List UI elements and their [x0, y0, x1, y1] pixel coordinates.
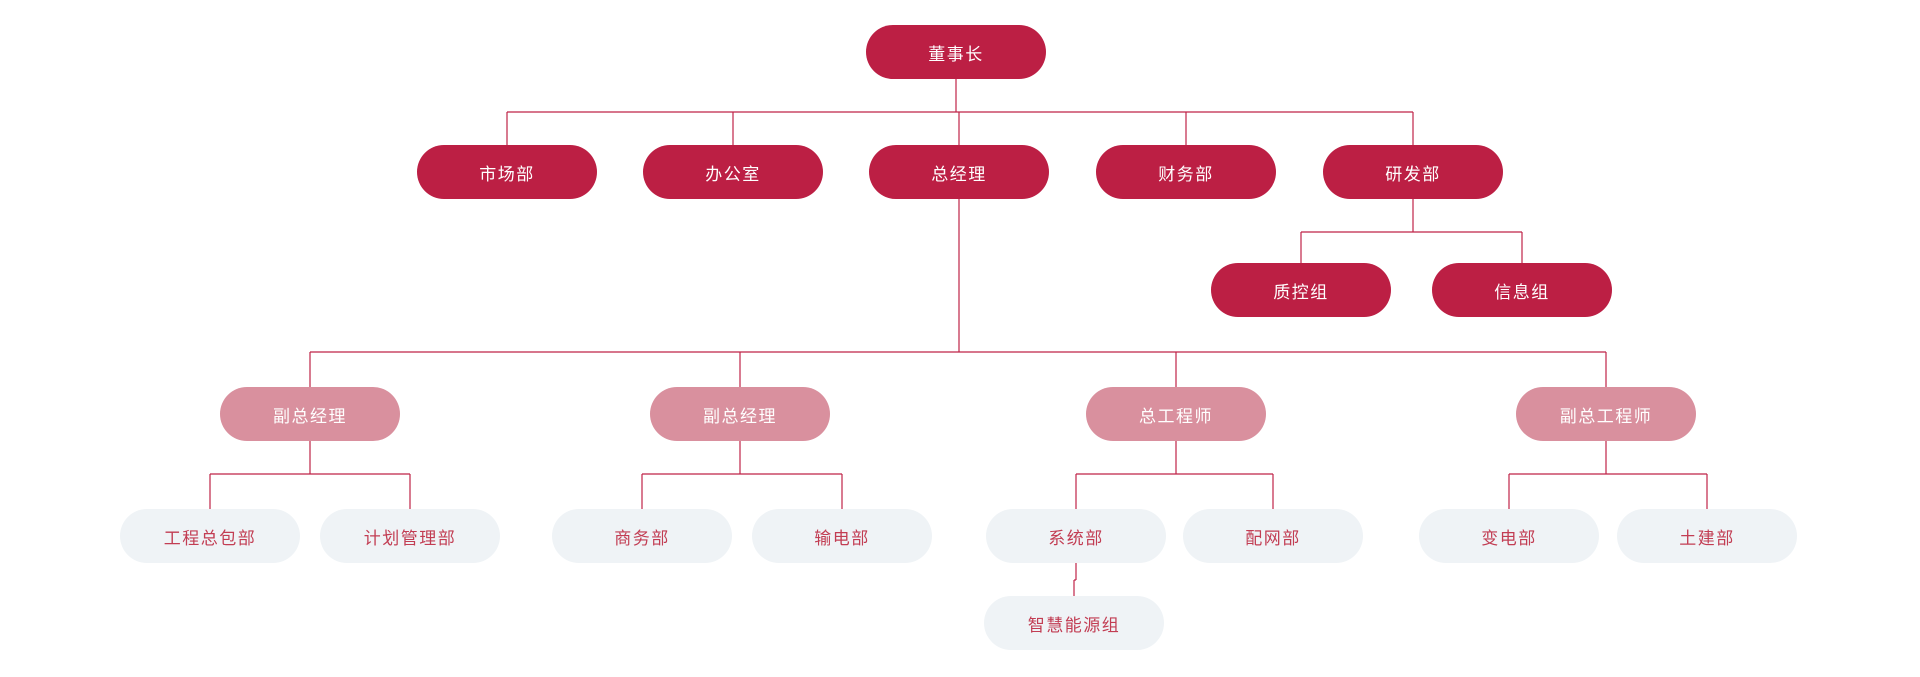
- org-node-deputy-chief-engineer[interactable]: 副总工程师: [1516, 387, 1696, 441]
- org-node-planning-dept[interactable]: 计划管理部: [320, 509, 500, 563]
- org-node-finance-dept[interactable]: 财务部: [1096, 145, 1276, 199]
- org-node-epc-dept[interactable]: 工程总包部: [120, 509, 300, 563]
- org-node-label: 办公室: [705, 164, 761, 184]
- org-node-label: 计划管理部: [363, 528, 457, 548]
- org-node-label: 智慧能源组: [1027, 615, 1121, 635]
- org-node-systems-dept[interactable]: 系统部: [986, 509, 1166, 563]
- org-node-distribution-dept[interactable]: 配网部: [1183, 509, 1363, 563]
- org-node-commerce-dept[interactable]: 商务部: [552, 509, 732, 563]
- org-node-info-group[interactable]: 信息组: [1432, 263, 1612, 317]
- org-node-label: 研发部: [1385, 164, 1441, 184]
- org-node-label: 副总经理: [703, 406, 777, 426]
- org-node-label: 副总经理: [273, 406, 347, 426]
- org-node-deputy-gm-1[interactable]: 副总经理: [220, 387, 400, 441]
- org-node-office[interactable]: 办公室: [643, 145, 823, 199]
- org-node-chairman[interactable]: 董事长: [866, 25, 1046, 79]
- org-node-label: 土建部: [1679, 528, 1735, 548]
- org-node-label: 副总工程师: [1559, 406, 1653, 426]
- org-node-general-manager[interactable]: 总经理: [869, 145, 1049, 199]
- org-node-civil-dept[interactable]: 土建部: [1617, 509, 1797, 563]
- org-node-chief-engineer[interactable]: 总工程师: [1086, 387, 1266, 441]
- org-node-label: 信息组: [1494, 282, 1550, 302]
- org-node-label: 商务部: [614, 528, 670, 548]
- org-node-label: 输电部: [814, 528, 870, 548]
- org-node-rd-dept[interactable]: 研发部: [1323, 145, 1503, 199]
- org-node-label: 工程总包部: [163, 528, 257, 548]
- org-node-label: 配网部: [1245, 528, 1301, 548]
- org-node-label: 财务部: [1158, 164, 1214, 184]
- org-node-substation-dept[interactable]: 变电部: [1419, 509, 1599, 563]
- org-node-smart-energy-group[interactable]: 智慧能源组: [984, 596, 1164, 650]
- org-node-label: 总工程师: [1139, 406, 1213, 426]
- org-node-marketing-dept[interactable]: 市场部: [417, 145, 597, 199]
- org-node-label: 变电部: [1481, 528, 1537, 548]
- org-node-qc-group[interactable]: 质控组: [1211, 263, 1391, 317]
- org-node-transmission-dept[interactable]: 输电部: [752, 509, 932, 563]
- org-node-label: 总经理: [931, 164, 987, 184]
- org-node-label: 系统部: [1048, 528, 1104, 548]
- org-node-label: 质控组: [1273, 282, 1329, 302]
- org-node-label: 市场部: [479, 164, 535, 184]
- org-node-deputy-gm-2[interactable]: 副总经理: [650, 387, 830, 441]
- org-node-label: 董事长: [928, 44, 984, 64]
